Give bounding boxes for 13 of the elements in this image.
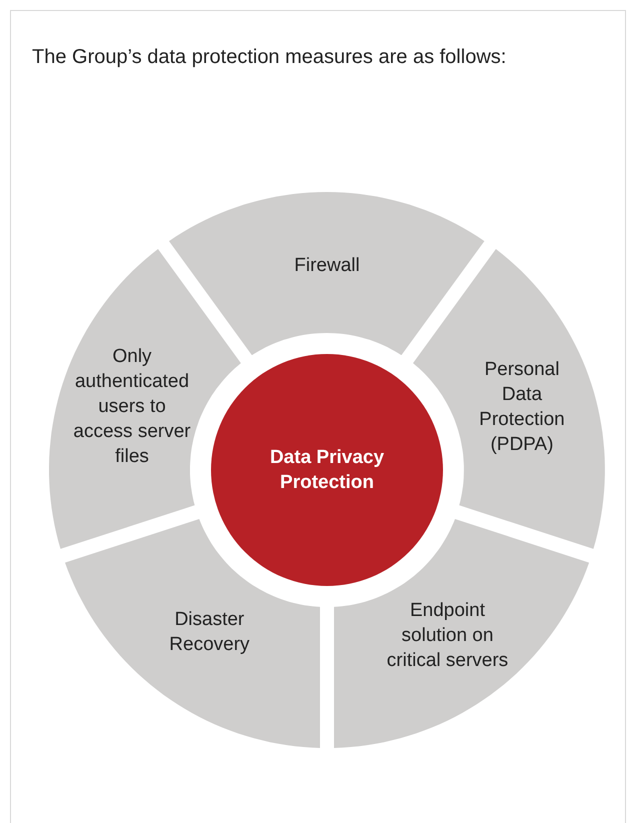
segment-label: Firewall xyxy=(293,254,361,278)
segment-label: Endpoint solution on critical servers xyxy=(386,599,510,674)
ring-segment xyxy=(64,518,320,748)
page-title: The Group’s data protection measures are as follows: xyxy=(32,46,506,69)
segment-label: Only authenticated users to access server files xyxy=(72,345,192,470)
ring-segment xyxy=(49,249,241,550)
ring-segment xyxy=(413,249,605,550)
segment-label: Disaster Recovery xyxy=(168,608,251,657)
ring-segment xyxy=(334,518,590,748)
ring-segment xyxy=(169,192,485,356)
center-label: Data Privacy Protection xyxy=(268,446,386,495)
segment-label: Personal Data Protection (PDPA) xyxy=(478,358,566,457)
center-circle xyxy=(211,354,443,586)
